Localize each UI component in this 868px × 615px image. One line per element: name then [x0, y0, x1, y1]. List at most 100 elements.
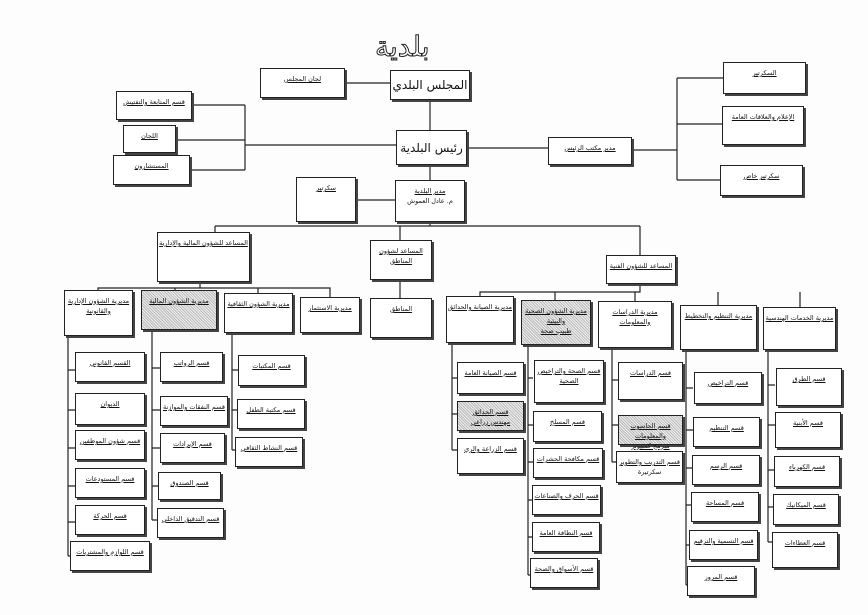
label: المستشارون	[134, 162, 169, 170]
label: قسم التدقيق الداخلي	[161, 515, 220, 523]
section-box: قسم المساحة	[691, 492, 759, 522]
manager-secretary-box: سكرتير	[296, 177, 356, 222]
label: مديرية التنظيم والتخطيط	[684, 312, 753, 320]
section-box: قسم الميكانيك	[773, 494, 839, 525]
section-box: قسم العطاءات	[772, 532, 838, 568]
section-box: قسم التسمية والترقيم	[689, 530, 758, 560]
label: الإعلام والعلاقات العامة	[731, 113, 795, 121]
municipal-council-box: المجلس البلدي	[390, 70, 470, 100]
label: قسم الحرف والصناعات	[534, 492, 599, 500]
label: قسم التسمية والترقيم	[693, 537, 754, 545]
directorate-studies: مديرية الدراسات والمعلومات	[598, 301, 672, 348]
label: قسم التنظيم	[709, 424, 744, 432]
section-box: قسم الكهرباء	[774, 456, 840, 487]
assistant-technical-box: المساعد للشؤون الفنية	[606, 255, 676, 284]
label: قسم اللوازم والمشتريات	[76, 548, 144, 556]
section-box: قسم الإيرادات	[160, 433, 225, 463]
section-box: قسم المرور	[687, 566, 755, 596]
section-box: قسم الأبنية	[775, 412, 841, 448]
label: قسم الحدائق	[472, 408, 509, 416]
section-box: قسم النفقات والموازنة	[160, 396, 228, 426]
note: طبيب صحة	[540, 326, 572, 335]
label: قسم شؤون الموظفين	[79, 437, 141, 445]
label: قسم الزراعة والري	[464, 445, 517, 453]
mayor-box: رئيس البلدية	[396, 130, 467, 165]
label: المناطق	[389, 305, 413, 313]
label: المساعد للشؤون المالية والإدارية	[159, 239, 248, 247]
label: قسم الصيانة العامة	[464, 369, 517, 377]
label: قسم الحركة	[93, 512, 127, 520]
label: سكرتير	[316, 184, 336, 192]
label: مديرية الاستثمار	[308, 304, 352, 312]
label: لجان المجلس	[283, 75, 322, 83]
assistant-finance-admin-box: المساعد للشؤون المالية والإدارية	[157, 232, 250, 282]
label: قسم مكتبة الطفل	[246, 406, 296, 414]
section-box: قسم الطرق	[776, 368, 842, 406]
section-box: قسم التنظيم	[693, 417, 760, 447]
label: قسم التراخيص	[707, 379, 749, 387]
note: مهندس زراعي	[470, 417, 511, 426]
section-box: قسم اللوازم والمشتريات	[70, 541, 150, 571]
directorate-investment: مديرية الاستثمار	[300, 297, 360, 333]
section-box: قسم مكافحة الحشرات	[533, 448, 603, 478]
directorate-finance: مديرية الشؤون المالية	[141, 290, 217, 330]
directorate-admin-legal: مديرية الشؤون الإدارية والقانونية	[64, 290, 133, 336]
section-box: قسم النظافة العامة	[532, 522, 600, 552]
label: قسم المتابعة والتفتيش	[123, 98, 185, 106]
secretary-box: السكرتير	[723, 62, 806, 94]
label: قسم الطرق	[792, 375, 826, 383]
label: اللجان	[141, 132, 158, 140]
label: مديرية الشؤون المالية	[149, 297, 209, 305]
label: مديرية الشؤون الثقافية	[227, 300, 290, 308]
section-box: قسم الزراعة والري	[457, 438, 524, 474]
page-title: بلدية	[375, 30, 431, 64]
label: قسم الدراسات	[630, 369, 671, 377]
section-box: قسم الدراسات	[618, 362, 683, 400]
label: مدير مكتب الرئيس	[564, 144, 616, 152]
section-box: قسم النشاط الثقافي	[235, 437, 303, 467]
label: مديرية الدراسات والمعلومات	[612, 308, 658, 326]
label: قسم مكافحة الحشرات	[536, 455, 600, 463]
note: مبرمج كمبيوتر	[631, 441, 670, 450]
section-box: الديوان	[75, 393, 145, 425]
label: قسم الرسم	[709, 462, 743, 470]
section-box: قسم التدقيق الداخلي	[157, 508, 224, 538]
label: قسم الحاسوب والمعلومات	[630, 422, 671, 440]
label: مديرية الشؤون الإدارية والقانونية	[67, 297, 130, 315]
label: قسم الصحة والتراخيص الصحية	[537, 367, 601, 385]
label: قسم الأسواق والصحة	[534, 565, 594, 573]
section-box: قسم المسلخ	[533, 411, 602, 442]
section-box: قسم الرواتب	[160, 352, 223, 382]
section-box: قسم التراخيص	[694, 372, 762, 404]
section-box: قسم المكتبات	[238, 355, 305, 386]
label: قسم النظافة العامة	[539, 529, 593, 537]
regions-box: المناطق	[370, 298, 432, 338]
label: قسم المرور	[704, 573, 738, 581]
committees-box: اللجان	[123, 125, 176, 153]
label: قسم الرواتب	[173, 359, 210, 367]
council-committees-box: لجان المجلس	[260, 68, 345, 98]
section-box: قسم الحركة	[75, 505, 145, 535]
advisors-box: المستشارون	[113, 155, 190, 185]
private-secretary-box: سكرتير خاص	[720, 165, 803, 196]
directorate-cultural: مديرية الشؤون الثقافية	[224, 293, 293, 333]
label: السكرتير	[752, 69, 777, 77]
label: المجلس البلدي	[392, 78, 468, 92]
label: مدير البلدية	[414, 187, 446, 195]
section-box: القسم القانوني	[75, 352, 145, 382]
section-box: قسم شؤون الموظفين	[75, 430, 145, 460]
label: مديرية الخدمات الهندسية	[765, 314, 834, 322]
label: مديرية الشؤون الصحية والبيئية	[525, 307, 587, 325]
label: قسم المساحة	[705, 499, 745, 507]
label: القسم القانوني	[89, 359, 131, 367]
section-box: قسم الصندوق	[158, 472, 221, 500]
office-manager-box: مدير مكتب الرئيس	[548, 137, 632, 165]
label: رئيس البلدية	[400, 140, 463, 155]
directorate-maintenance: مديرية الصيانة والحدائق	[446, 296, 514, 343]
section-box: قسم الصحة والتراخيص الصحية	[534, 360, 604, 403]
section-box: قسم الصيانة العامة	[457, 362, 524, 394]
